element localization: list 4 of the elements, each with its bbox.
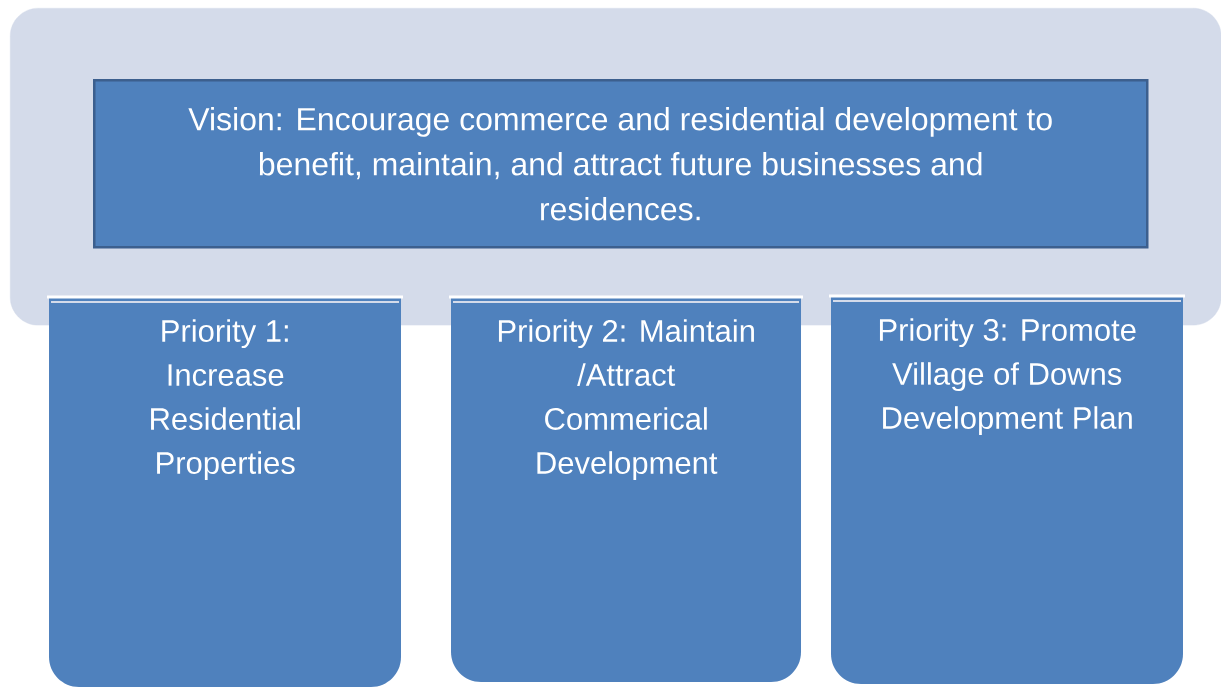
priority-box: Priority 2: Maintain /Attract Commerical Development <box>449 295 803 682</box>
vision-box: Vision: Encourage commerce and residential development to benefit, maintain, and attract future businesses and residences. <box>93 79 1149 249</box>
priority-box: Priority 3: Promote Village of Downs Development Plan <box>829 294 1185 684</box>
priority-box: Priority 1: Increase Residential Properties <box>47 295 403 687</box>
